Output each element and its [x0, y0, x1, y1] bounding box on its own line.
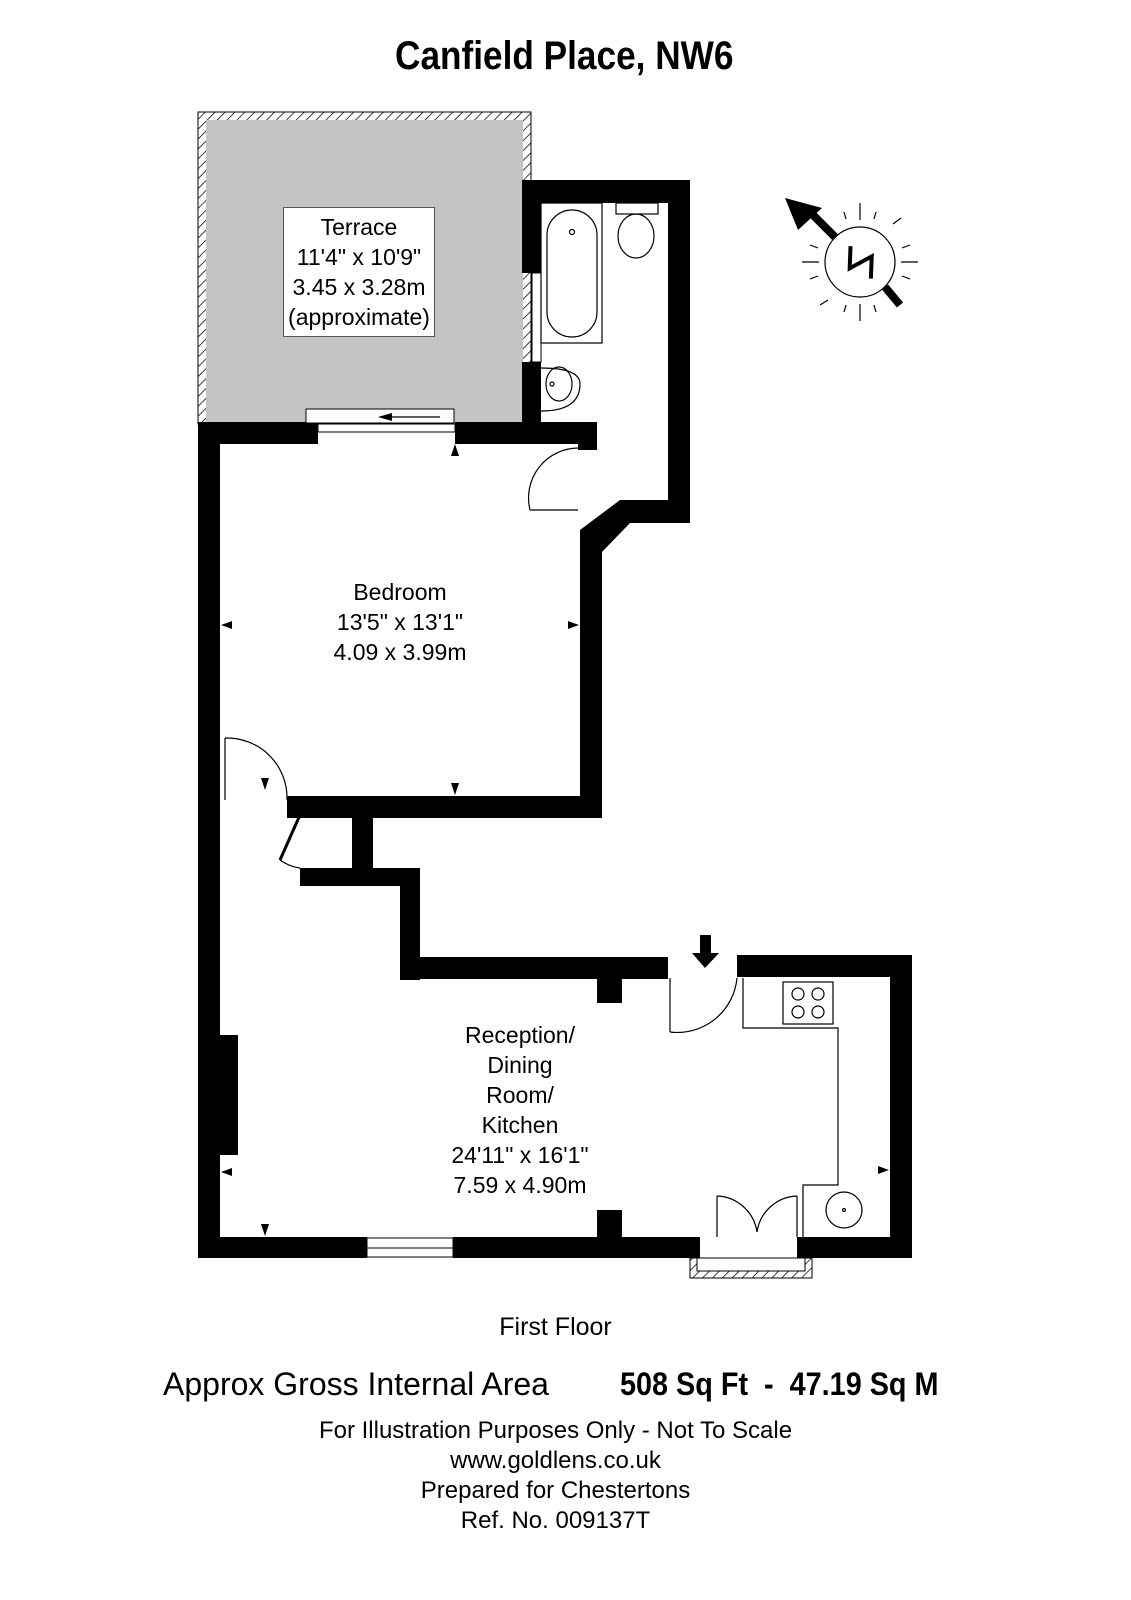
walls	[198, 180, 912, 1258]
reception-imperial: 24'11" x 16'1"	[451, 1142, 589, 1168]
bedroom-name: Bedroom	[353, 579, 447, 605]
kitchen-fixtures	[742, 978, 863, 1237]
terrace-name: Terrace	[320, 214, 398, 240]
reference-number: Ref. No. 009137T	[460, 1507, 651, 1534]
dimension-markers	[221, 444, 889, 1236]
reception-metric: 7.59 x 4.90m	[453, 1172, 587, 1198]
terrace-label: Terrace 11'4" x 10'9" 3.45 x 3.28m (appr…	[283, 207, 435, 337]
title-text: Canfield Place, NW6	[395, 34, 734, 78]
windows	[305, 272, 813, 1279]
disclaimer: For Illustration Purposes Only - Not To …	[318, 1417, 793, 1444]
toilet-cistern-icon	[615, 202, 659, 215]
bedroom-imperial: 13'5" x 13'1"	[336, 609, 464, 635]
area-value: 508 Sq Ft - 47.19 Sq M	[620, 1366, 939, 1402]
toilet-bowl-icon	[617, 213, 655, 259]
footer: For Illustration Purposes Only - Not To …	[0, 1416, 1111, 1536]
terrace-metric: 3.45 x 3.28m	[292, 274, 426, 300]
bathroom-fixtures	[540, 202, 659, 412]
north-arrow-icon	[785, 198, 822, 230]
bath-basin-icon	[546, 209, 598, 338]
prepared-for: Prepared for Chestertons	[420, 1477, 691, 1504]
reception-name-line: Dining	[487, 1052, 553, 1078]
page-title: Canfield Place, NW6	[67, 34, 1062, 79]
reception-name-line: Kitchen	[481, 1112, 559, 1138]
bath-icon	[540, 202, 603, 344]
terrace-imperial: 11'4" x 10'9"	[296, 244, 422, 270]
sink-icon	[825, 1191, 863, 1229]
reception-label: Reception/ Dining Room/ Kitchen 24'11" x…	[420, 1020, 620, 1200]
bedroom-metric: 4.09 x 3.99m	[333, 639, 467, 665]
sliding-door-arrow-icon	[378, 413, 440, 421]
bedroom-label: Bedroom 13'5" x 13'1" 4.09 x 3.99m	[300, 577, 500, 667]
reception-name-line: Room/	[486, 1082, 554, 1108]
washbasin-icon	[540, 367, 581, 412]
compass-letter-n	[847, 246, 874, 279]
hob-icon	[782, 981, 834, 1025]
reception-name-line: Reception/	[465, 1022, 575, 1048]
compass-icon	[785, 198, 918, 321]
terrace-note: (approximate)	[288, 304, 430, 330]
floor-label: First Floor	[499, 1313, 612, 1341]
area-label: Approx Gross Internal Area	[163, 1366, 549, 1402]
website-link: www.goldlens.co.uk	[450, 1447, 661, 1474]
entrance-arrow-icon	[692, 935, 719, 968]
doors	[224, 447, 798, 1237]
